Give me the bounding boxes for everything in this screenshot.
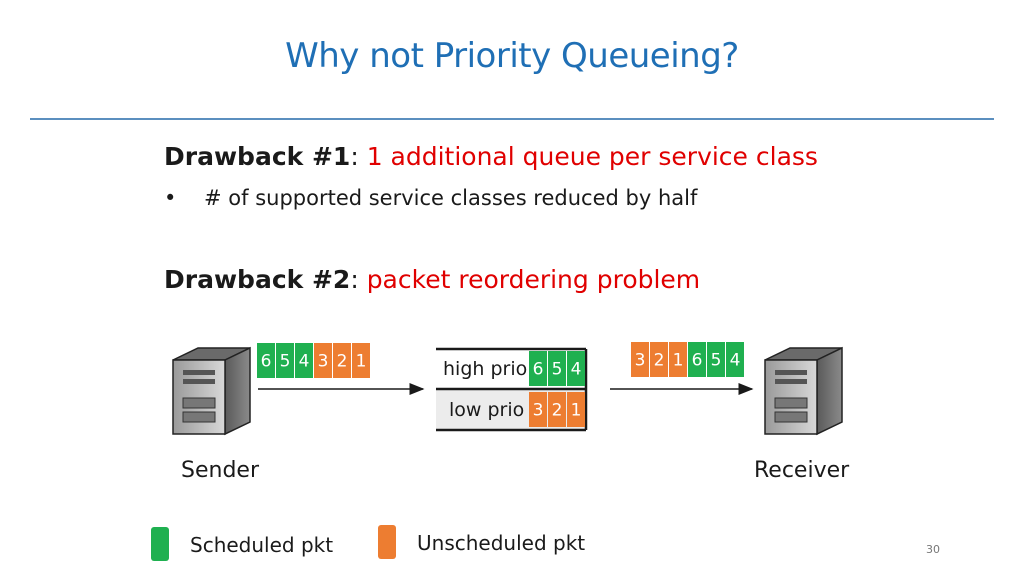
high-queue-packet-number: 6 (533, 360, 544, 380)
high-queue-packet-number: 5 (552, 360, 563, 380)
sender-packet-number: 4 (299, 352, 310, 372)
sender-packet-number: 2 (337, 352, 348, 372)
low-queue-packet-number: 2 (552, 401, 563, 421)
sender-packet-box (333, 343, 351, 378)
low-queue-packet-number: 3 (533, 401, 544, 421)
drawback-2-label: Drawback #2 (164, 265, 351, 294)
sender-packet: 6 (257, 343, 275, 378)
drawback-1-label: Drawback #1 (164, 142, 351, 171)
sender-packet: 4 (295, 343, 313, 378)
receiver-packet-number: 3 (635, 351, 646, 371)
sender-packet: 3 (314, 343, 332, 378)
drawback-2-line: Drawback #2: packet reordering problem (164, 265, 700, 294)
drawback-2-separator: : (350, 265, 367, 294)
low-queue-packet: 1 (567, 392, 585, 427)
drawback-2-text: packet reordering problem (366, 265, 701, 294)
bullet-glyph: • (164, 186, 177, 210)
low-queue-packet-number: 1 (571, 401, 582, 421)
legend-unscheduled-label: Unscheduled pkt (417, 531, 586, 555)
sender-packet-number: 6 (261, 352, 272, 372)
low-queue-packet-box (548, 392, 566, 427)
receiver-packet-number: 6 (692, 351, 703, 371)
low-queue-packet: 2 (548, 392, 566, 427)
receiver-packet-number: 1 (673, 351, 684, 371)
drawback-1-bullet-line: • # of supported service classes reduced … (164, 186, 697, 210)
low-queue-packet-box (567, 392, 585, 427)
receiver-packet: 5 (707, 342, 725, 377)
receiver-packet-box (650, 342, 668, 377)
drawback-1-bullet-text: # of supported service classes reduced b… (204, 186, 698, 210)
sender-packet-box (257, 343, 275, 378)
sender-packet-number: 3 (318, 352, 329, 372)
high-queue-packet-number: 4 (571, 360, 582, 380)
receiver-packet-box (688, 342, 706, 377)
high-prio-label: high prio (443, 358, 527, 380)
sender-label: Sender (181, 458, 259, 483)
high-queue-packet: 4 (567, 351, 585, 386)
low-queue-packet-box (529, 392, 547, 427)
receiver-server-icon (764, 346, 843, 436)
receiver-packet: 3 (631, 342, 649, 377)
receiver-packet: 2 (650, 342, 668, 377)
high-queue-packet: 5 (548, 351, 566, 386)
title-divider (30, 118, 994, 120)
receiver-packet-number: 5 (711, 351, 722, 371)
sender-packet-number: 1 (356, 352, 367, 372)
receiver-packet: 1 (669, 342, 687, 377)
sender-packet-box (314, 343, 332, 378)
drawback-1-text: 1 additional queue per service class (366, 142, 818, 171)
receiver-packet-number: 2 (654, 351, 665, 371)
legend-scheduled-swatch (151, 527, 169, 561)
receiver-packet: 4 (726, 342, 744, 377)
receiver-packet-box (726, 342, 744, 377)
page-number: 30 (926, 543, 940, 556)
receiver-packet-box (669, 342, 687, 377)
legend-unscheduled-swatch (378, 525, 396, 559)
receiver-packet-number: 4 (730, 351, 741, 371)
drawback-1-separator: : (350, 142, 367, 171)
legend-scheduled-label: Scheduled pkt (190, 533, 334, 557)
drawback-1-line: Drawback #1: 1 additional queue per serv… (164, 142, 818, 171)
sender-packet-box (295, 343, 313, 378)
sender-packet: 5 (276, 343, 294, 378)
receiver-label: Receiver (754, 458, 850, 483)
high-queue-packet: 6 (529, 351, 547, 386)
sender-packet-box (352, 343, 370, 378)
high-queue-packet-box (567, 351, 585, 386)
sender-packet-box (276, 343, 294, 378)
receiver-packet-box (631, 342, 649, 377)
receiver-packet-box (707, 342, 725, 377)
low-prio-label: low prio (449, 399, 524, 421)
sender-packet: 2 (333, 343, 351, 378)
sender-server-icon (172, 346, 251, 436)
low-queue-packet: 3 (529, 392, 547, 427)
sender-packet-number: 5 (280, 352, 291, 372)
sender-packet: 1 (352, 343, 370, 378)
high-queue-packet-box (529, 351, 547, 386)
slide-title: Why not Priority Queueing? (285, 36, 739, 76)
high-queue-packet-box (548, 351, 566, 386)
receiver-packet: 6 (688, 342, 706, 377)
